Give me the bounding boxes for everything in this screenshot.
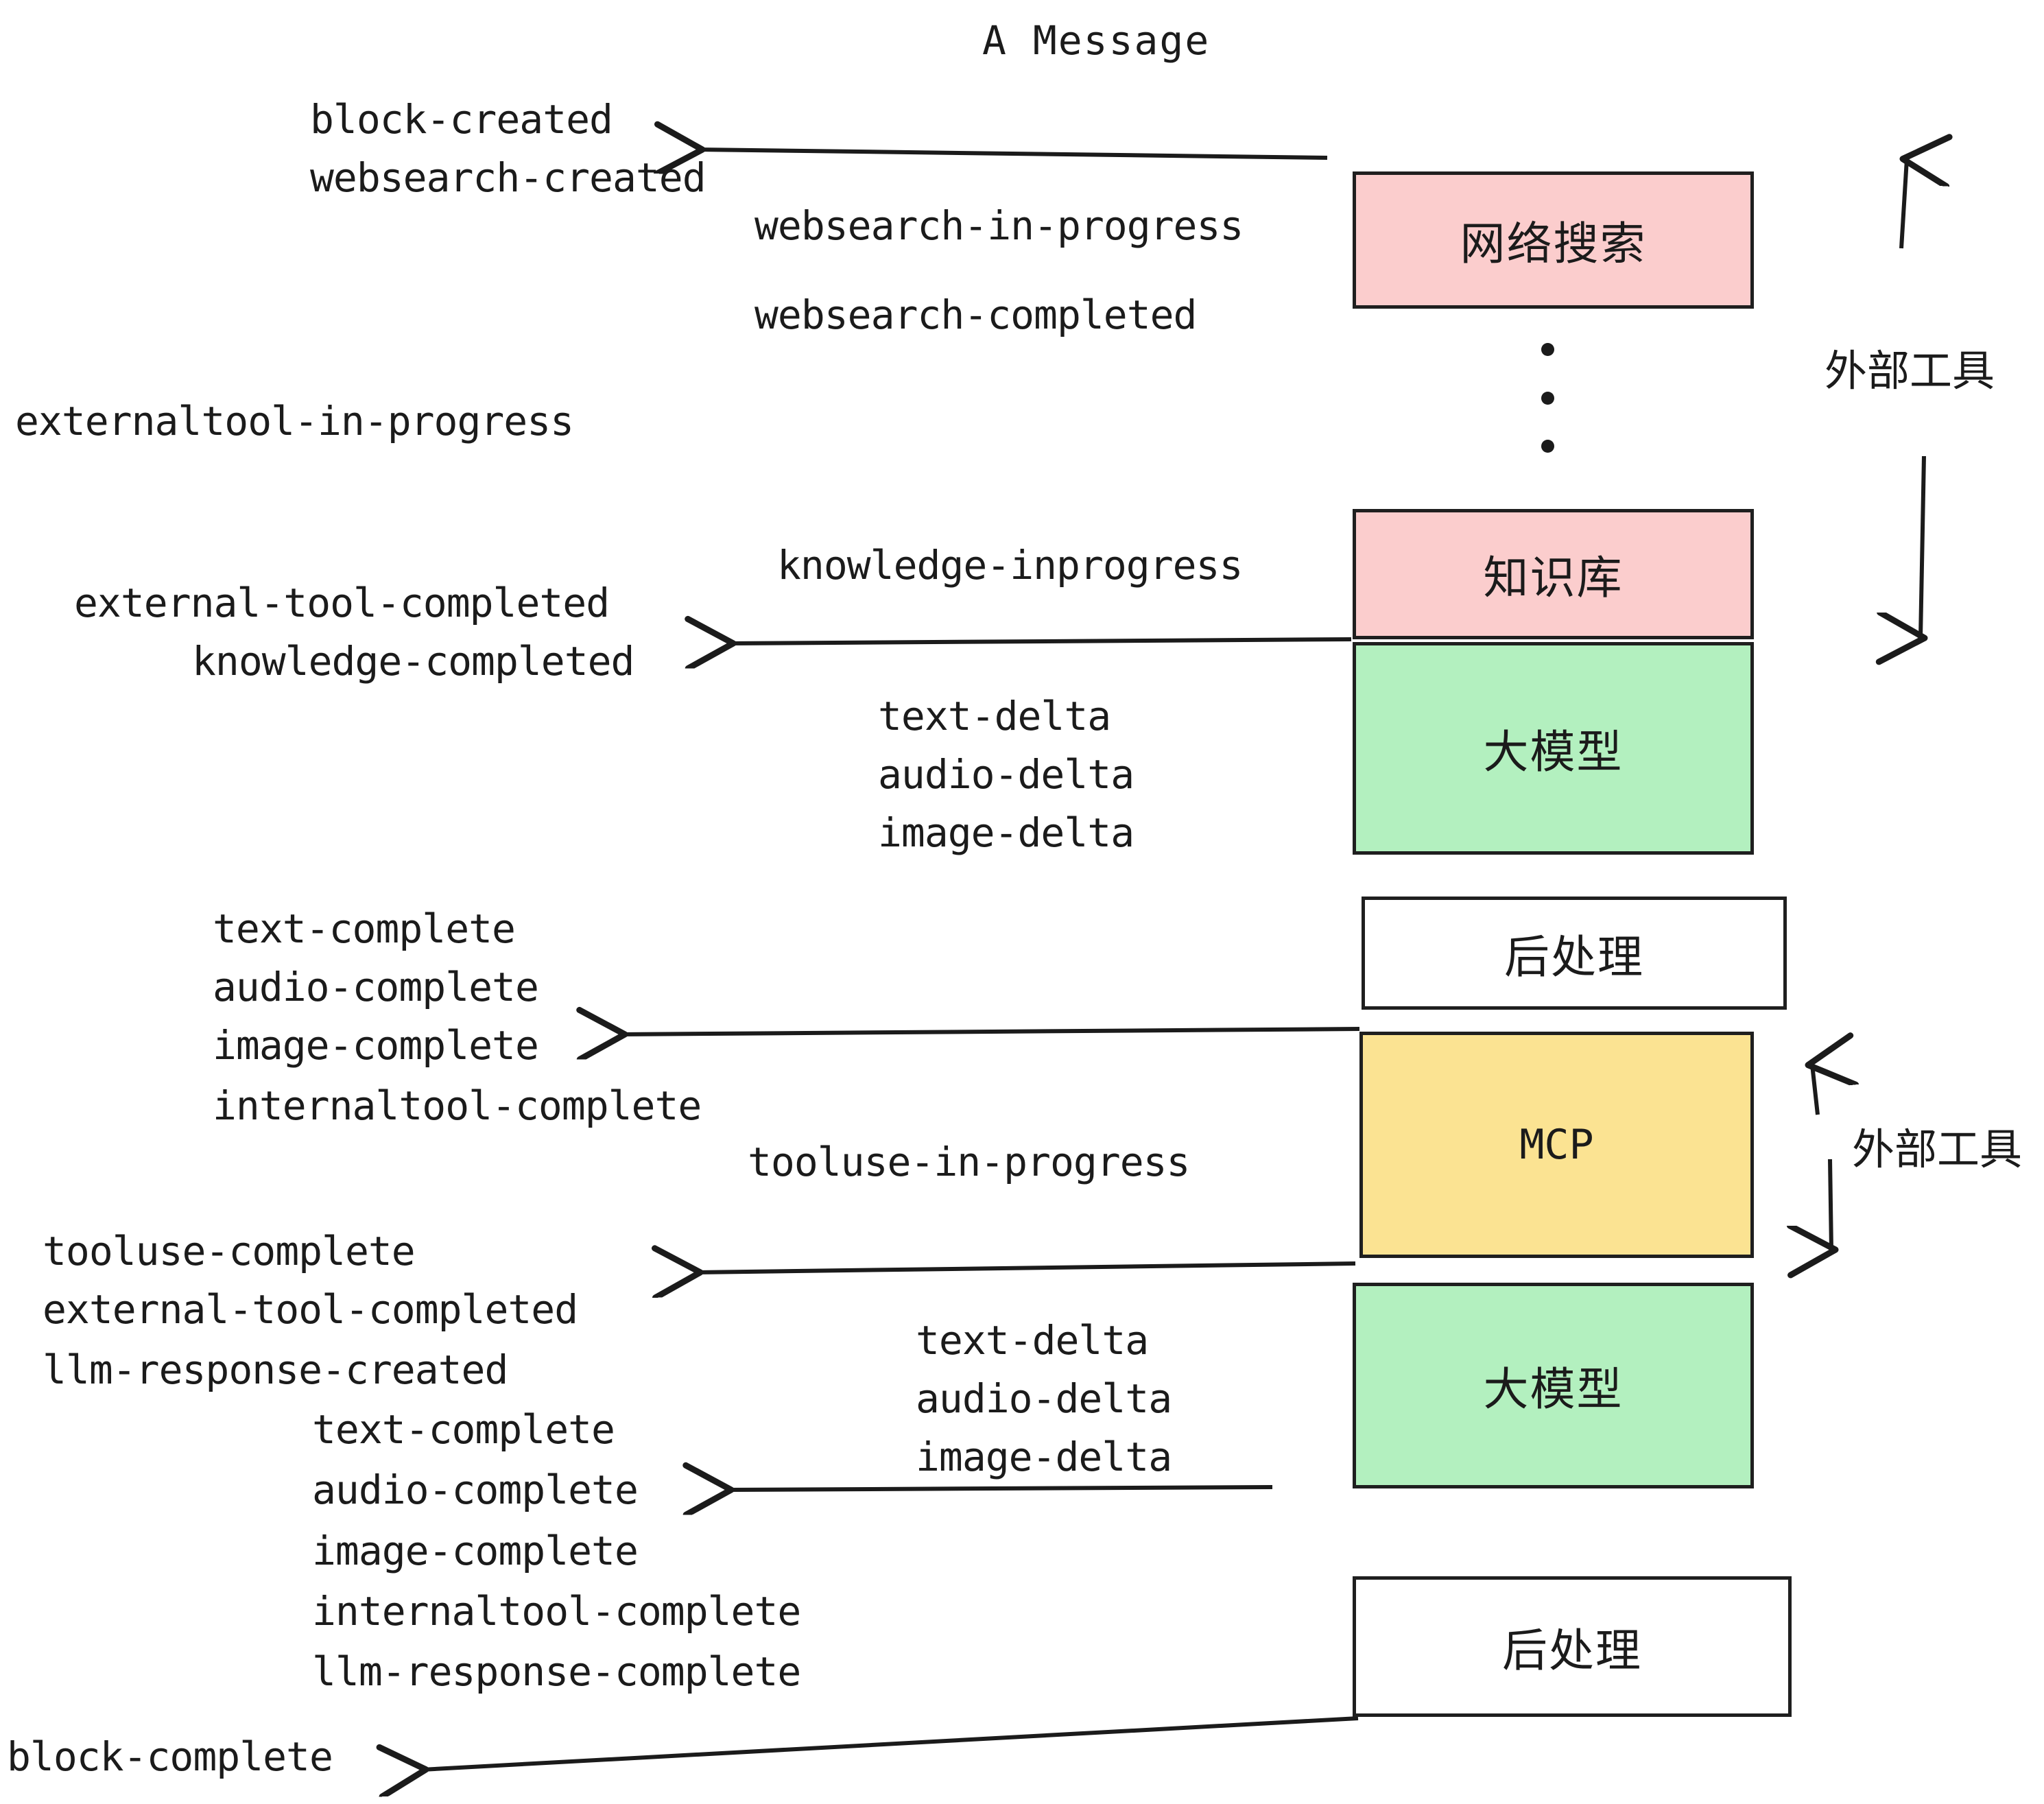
arrow-audio-complete [727, 1487, 1273, 1490]
event-audio-complete-1: audio-complete [213, 964, 539, 1010]
event-internaltool-complete-2: internaltool-complete [312, 1588, 801, 1635]
external-tools-bottom-down-arrow [1830, 1159, 1831, 1250]
event-image-complete-2: image-complete [312, 1528, 639, 1574]
event-llm-response-complete: llm-response-complete [312, 1648, 801, 1695]
node-llm-top-label: 大模型 [1483, 726, 1624, 779]
event-knowledge-inprogress: knowledge-inprogress [777, 542, 1243, 589]
external-tools-bottom-label: 外部工具 [1852, 1124, 2023, 1174]
event-text-complete-2: text-complete [312, 1406, 615, 1453]
event-external-tool-completed-1: external-tool-completed [74, 580, 610, 626]
event-external-tool-completed-2: external-tool-completed [43, 1286, 578, 1333]
event-block-complete: block-complete [7, 1733, 333, 1780]
event-text-delta-1: text-delta [878, 693, 1111, 739]
node-websearch-label: 网络搜索 [1460, 217, 1647, 270]
node-mcp-label: MCP [1519, 1121, 1594, 1169]
node-knowledge-label: 知识库 [1483, 551, 1624, 604]
arrow-tooluse-complete [696, 1263, 1356, 1272]
arrow-block-created [698, 150, 1328, 158]
ellipsis-dot [1541, 440, 1554, 453]
node-llm-bottom-label: 大模型 [1483, 1363, 1624, 1416]
vertical-ellipsis [1541, 343, 1554, 453]
external-tools-top-down-arrow [1921, 455, 1924, 638]
page-title: A Message [982, 17, 1211, 64]
node-websearch[interactable]: 网络搜索 [1353, 171, 1754, 309]
event-text-complete-1: text-complete [213, 905, 516, 952]
arrow-knowledge-completed [729, 639, 1352, 643]
arrow-image-complete [621, 1029, 1360, 1034]
event-audio-delta-1: audio-delta [878, 751, 1134, 798]
event-knowledge-completed: knowledge-completed [192, 638, 634, 685]
event-externaltool-in-progress: externaltool-in-progress [15, 398, 574, 444]
external-tools-bottom-up-arrow [1812, 1065, 1818, 1115]
event-websearch-completed: websearch-completed [754, 292, 1197, 338]
event-llm-response-created: llm-response-created [43, 1346, 508, 1393]
event-audio-complete-2: audio-complete [312, 1467, 639, 1513]
event-text-delta-2: text-delta [916, 1317, 1149, 1364]
node-postprocess-top[interactable]: 后处理 [1362, 897, 1787, 1010]
event-websearch-in-progress: websearch-in-progress [754, 202, 1244, 249]
event-tooluse-complete: tooluse-complete [43, 1228, 416, 1274]
event-block-created: block-created [310, 96, 613, 143]
event-websearch-created: websearch-created [310, 154, 706, 201]
event-image-delta-1: image-delta [878, 809, 1134, 856]
event-audio-delta-2: audio-delta [916, 1375, 1172, 1422]
node-postprocess-bottom[interactable]: 后处理 [1353, 1576, 1792, 1717]
node-knowledge[interactable]: 知识库 [1353, 509, 1754, 639]
node-llm-bottom[interactable]: 大模型 [1353, 1283, 1754, 1488]
external-tools-top-label: 外部工具 [1825, 346, 1995, 396]
ellipsis-dot [1541, 343, 1554, 356]
arrow-block-complete [422, 1716, 1359, 1770]
event-tooluse-in-progress: tooluse-in-progress [748, 1139, 1190, 1185]
node-postprocess-top-label: 后处理 [1504, 930, 1644, 984]
node-mcp[interactable]: MCP [1359, 1032, 1754, 1258]
event-image-delta-2: image-delta [916, 1434, 1172, 1480]
ellipsis-dot [1541, 391, 1554, 405]
node-postprocess-bottom-label: 后处理 [1502, 1624, 1642, 1677]
node-llm-top[interactable]: 大模型 [1353, 642, 1754, 855]
event-image-complete-1: image-complete [213, 1022, 539, 1069]
external-tools-top-up-arrow [1899, 159, 1907, 249]
event-internaltool-complete-1: internaltool-complete [213, 1082, 702, 1129]
